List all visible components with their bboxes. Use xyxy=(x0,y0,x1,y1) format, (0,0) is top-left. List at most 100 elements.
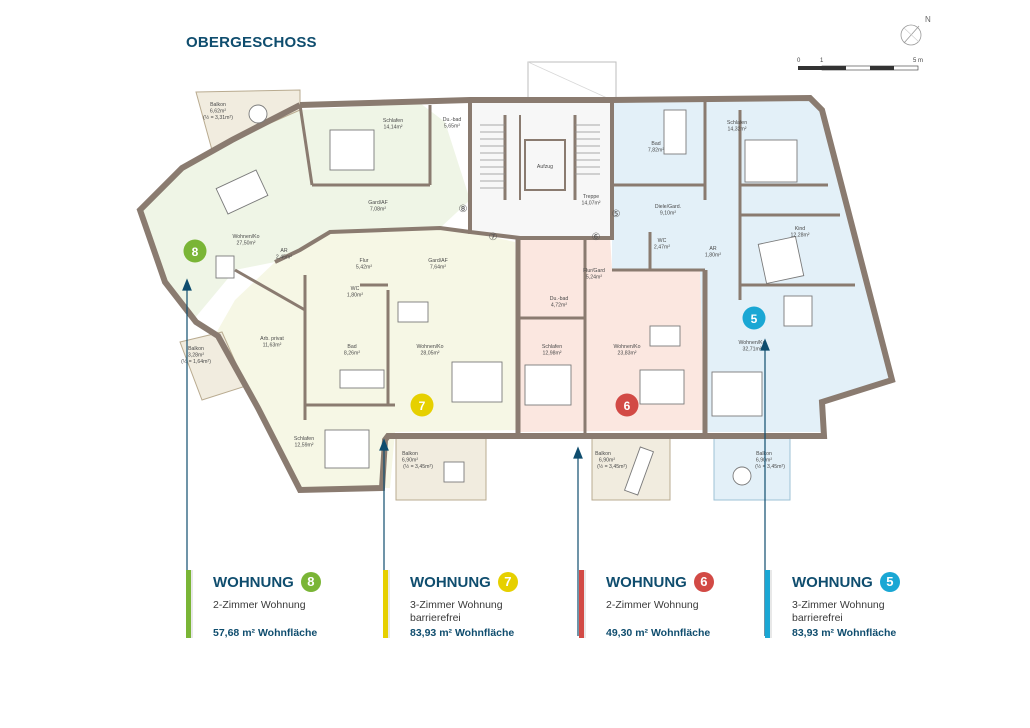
bed-kind5 xyxy=(757,235,805,285)
unit-heading: WOHNUNG xyxy=(606,573,687,591)
bathtub-unit7 xyxy=(339,369,385,389)
unit-type: 3-Zimmer Wohnung xyxy=(410,599,503,611)
bed-unit6 xyxy=(524,364,572,406)
unit-heading: WOHNUNG xyxy=(410,573,491,591)
room-label-diele5: Diele/Gard.9,10m² xyxy=(655,204,681,217)
bathtub-unit5 xyxy=(663,109,687,155)
unit-type: 2-Zimmer Wohnung xyxy=(213,599,306,611)
svg-text:0: 0 xyxy=(797,58,801,64)
sofa-unit8 xyxy=(215,169,269,215)
room-label-aufzug: Aufzug xyxy=(537,164,553,170)
svg-text:5: 5 xyxy=(751,312,758,326)
table-balcony7 xyxy=(443,461,465,483)
svg-text:7: 7 xyxy=(419,399,426,413)
table-balcony8 xyxy=(248,104,268,124)
door-marker-5: ⑤ xyxy=(612,209,621,220)
unit-color-bar xyxy=(765,570,770,638)
wall-unit8-schlafen xyxy=(298,104,314,186)
unit-card-7: WOHNUNG 7 3-Zimmer Wohnung barrierefrei … xyxy=(383,566,563,640)
svg-text:6: 6 xyxy=(624,399,631,413)
door-marker-6: ⑥ xyxy=(592,232,601,243)
plan-badge-7 xyxy=(410,393,434,417)
plan-badges: 8 7 6 5 xyxy=(183,239,766,417)
zone-unit-7 xyxy=(215,228,520,488)
unit-heading: WOHNUNG xyxy=(213,573,294,591)
unit-card-5: WOHNUNG 5 3-Zimmer Wohnung barrierefrei … xyxy=(765,566,945,640)
balcony-unit-5 xyxy=(713,435,791,501)
table-unit5 xyxy=(783,295,813,327)
plan-badge-6 xyxy=(615,393,639,417)
unit-badge: 7 xyxy=(497,572,518,592)
bed-unit7 xyxy=(324,429,370,469)
sofa-unit7 xyxy=(451,361,503,403)
compass-icon xyxy=(900,24,922,46)
stair xyxy=(480,124,600,191)
unit-area: 57,68 m² Wohnfläche xyxy=(213,627,318,639)
unit-card-6: WOHNUNG 6 2-Zimmer Wohnung 49,30 m² Wohn… xyxy=(579,566,759,640)
table-balcony5 xyxy=(732,466,752,486)
scale-bar: 0 1 5 m xyxy=(797,58,923,71)
page-title: OBERGESCHOSS xyxy=(186,34,317,51)
unit-area: 49,30 m² Wohnfläche xyxy=(606,627,711,639)
unit-type: 2-Zimmer Wohnung xyxy=(606,599,699,611)
table-unit7 xyxy=(397,301,429,323)
plan-badge-5 xyxy=(742,306,766,330)
svg-text:8: 8 xyxy=(192,245,199,259)
wall-unit8-7 xyxy=(274,225,471,264)
unit-color-bar xyxy=(186,570,191,638)
table-unit6 xyxy=(649,325,681,347)
door-marker-7: ⑦ xyxy=(489,232,498,243)
unit-extra: barrierefrei xyxy=(410,612,461,624)
plan-badge-8 xyxy=(183,239,207,263)
unit-badge: 6 xyxy=(693,572,714,592)
sofa-unit6 xyxy=(639,369,685,405)
balconies xyxy=(179,89,791,501)
unit-type: 3-Zimmer Wohnung xyxy=(792,599,885,611)
compass-north: N xyxy=(925,15,931,24)
outer-wall xyxy=(136,94,896,494)
unit-badge: 5 xyxy=(879,572,900,592)
furniture xyxy=(215,104,813,496)
door-markers: ⑧ ⑦ ⑥ ⑤ xyxy=(459,204,621,243)
bed-unit8 xyxy=(329,129,375,171)
sofa-unit5 xyxy=(711,371,763,417)
walls xyxy=(136,94,896,494)
bed-unit5 xyxy=(744,139,798,183)
unit-badge: 8 xyxy=(300,572,321,592)
unit-color-bar xyxy=(383,570,388,638)
lounger-balcony6 xyxy=(623,446,655,496)
balcony-unit-7b xyxy=(395,435,487,501)
unit-heading: WOHNUNG xyxy=(792,573,873,591)
unit-color-bar xyxy=(579,570,584,638)
svg-text:5 m: 5 m xyxy=(913,58,923,64)
unit-area: 83,93 m² Wohnfläche xyxy=(410,627,515,639)
